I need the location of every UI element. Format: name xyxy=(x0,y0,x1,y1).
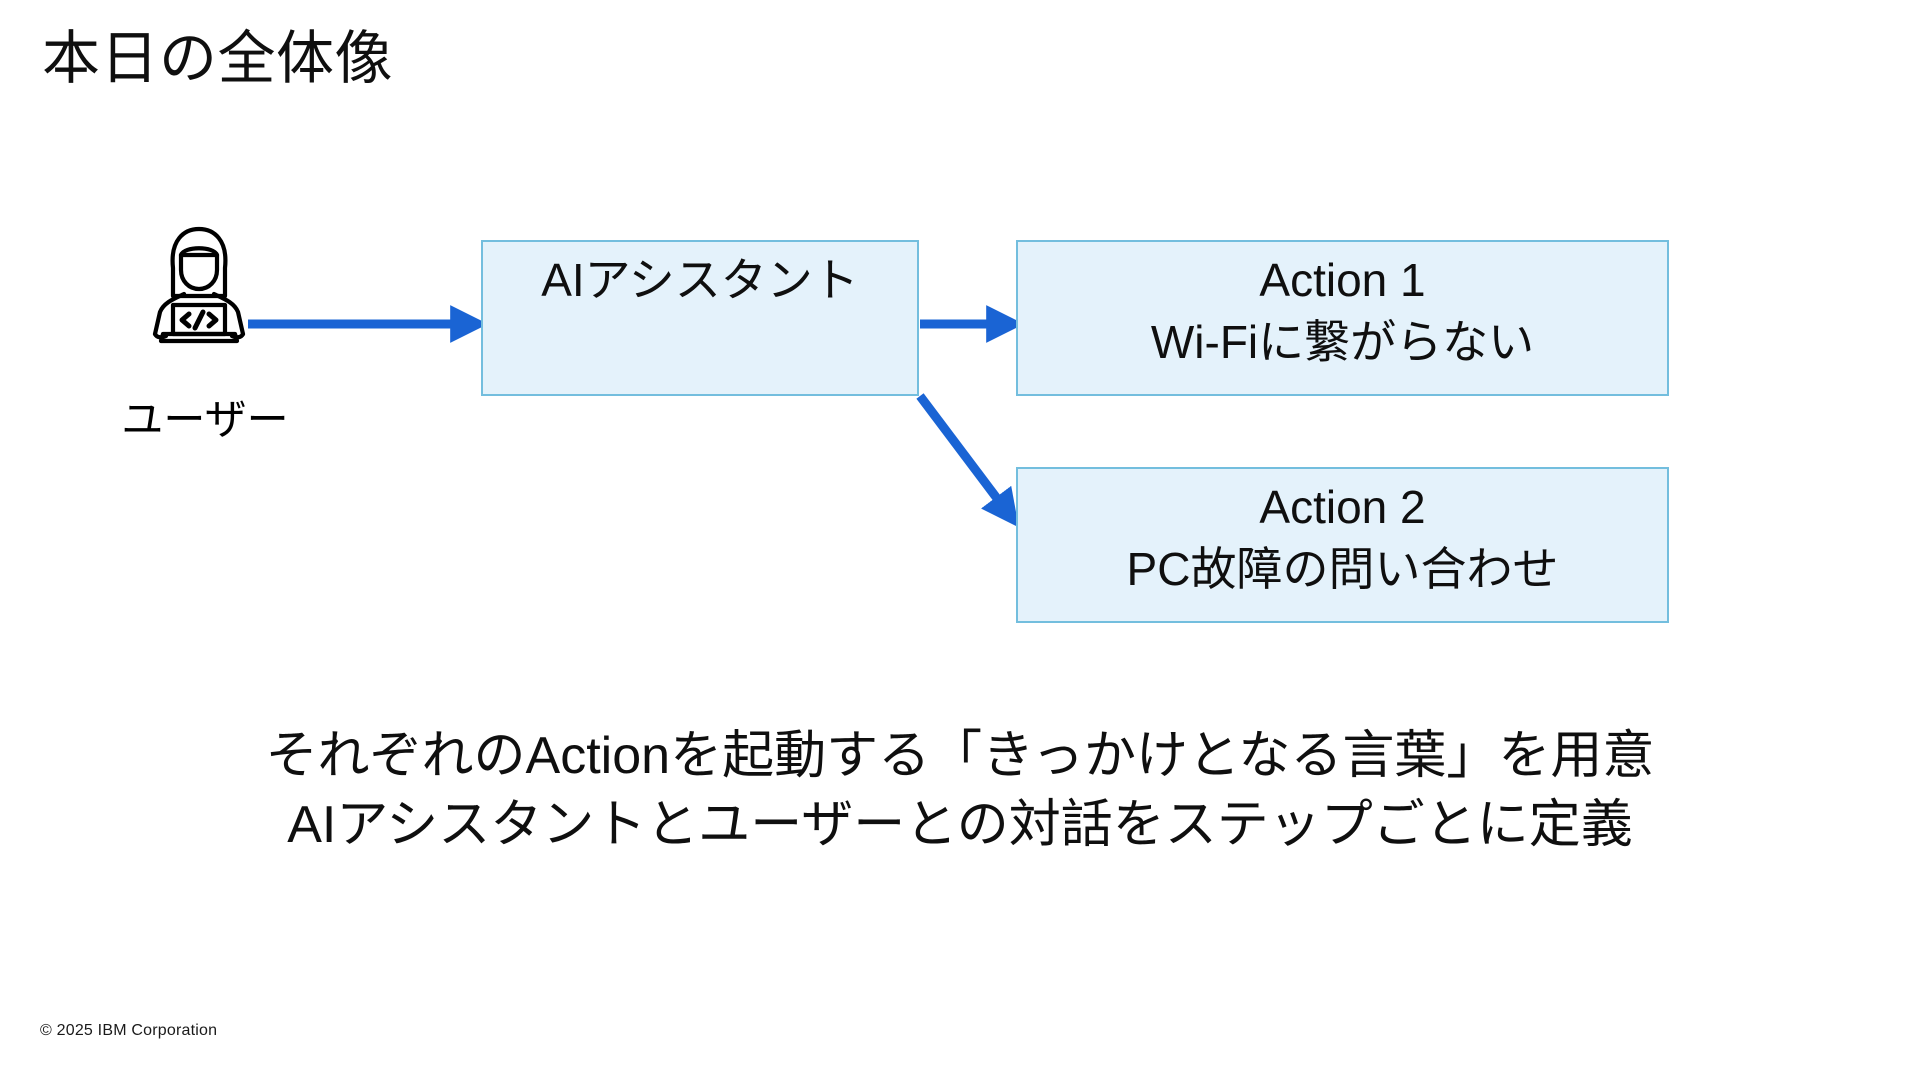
page-title: 本日の全体像 xyxy=(42,26,394,91)
action-2-subtitle: PC故障の問い合わせ xyxy=(1126,543,1559,596)
person-at-laptop-icon xyxy=(140,222,258,344)
caption-line-2: AIアシスタントとユーザーとの対話をステップごとに定義 xyxy=(287,795,1633,854)
action-2-title: Action 2 xyxy=(1259,481,1426,533)
action-node-1[interactable]: Action 1 Wi-Fiに繋がらない xyxy=(1016,240,1669,396)
assistant-node[interactable]: AIアシスタント xyxy=(481,240,919,396)
arrow-assistant-to-action2 xyxy=(916,393,1019,528)
caption-line-1: それぞれのActionを起動する「きっかけとなる言葉」を用意 xyxy=(265,727,1655,785)
copyright-footer: © 2025 IBM Corporation xyxy=(40,1022,218,1039)
action-1-subtitle: Wi-Fiに繋がらない xyxy=(1150,316,1535,369)
action-node-2[interactable]: Action 2 PC故障の問い合わせ xyxy=(1016,467,1669,623)
caption-block: それぞれのActionを起動する「きっかけとなる言葉」を用意 AIアシスタントと… xyxy=(0,722,1920,859)
assistant-label: AIアシスタント xyxy=(541,254,859,306)
user-label: ユーザー xyxy=(121,396,289,443)
action-1-title: Action 1 xyxy=(1259,254,1426,306)
